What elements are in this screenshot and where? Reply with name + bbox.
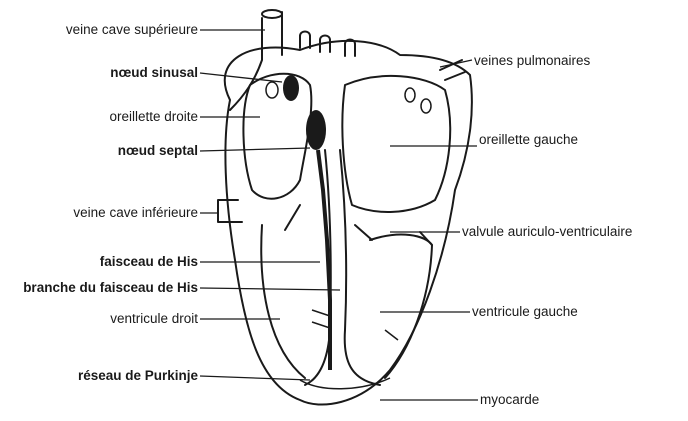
aorta [300,32,310,49]
heart-outer-wall [225,41,472,405]
label-noeud-septal: nœud septal [118,143,198,159]
label-veine-cave-superieure: veine cave supérieure [66,22,198,38]
label-reseau-de-purkinje: réseau de Purkinje [78,368,198,384]
leader-line [200,288,340,290]
label-faisceau-de-his: faisceau de His [100,254,198,270]
label-oreillette-droite: oreillette droite [109,109,198,125]
label-branche-du-faisceau: branche du faisceau de His [23,280,198,296]
leader-line [200,73,282,82]
label-myocarde: myocarde [480,392,539,408]
leader-line [200,148,310,151]
label-noeud-sinusal: nœud sinusal [110,65,198,81]
label-ventricule-gauche: ventricule gauche [472,304,578,320]
label-ventricule-droit: ventricule droit [110,311,198,327]
septal-node [306,110,326,150]
leader-line [200,376,310,380]
sinus-node [283,75,299,101]
label-valvule: valvule auriculo-ventriculaire [462,224,632,240]
left-ventricle [370,235,432,378]
label-veine-cave-inferieure: veine cave inférieure [73,205,198,221]
left-atrium [342,76,450,212]
label-oreillette-gauche: oreillette gauche [479,132,578,148]
right-ventricle [261,225,305,378]
label-veines-pulmonaires: veines pulmonaires [474,53,590,69]
